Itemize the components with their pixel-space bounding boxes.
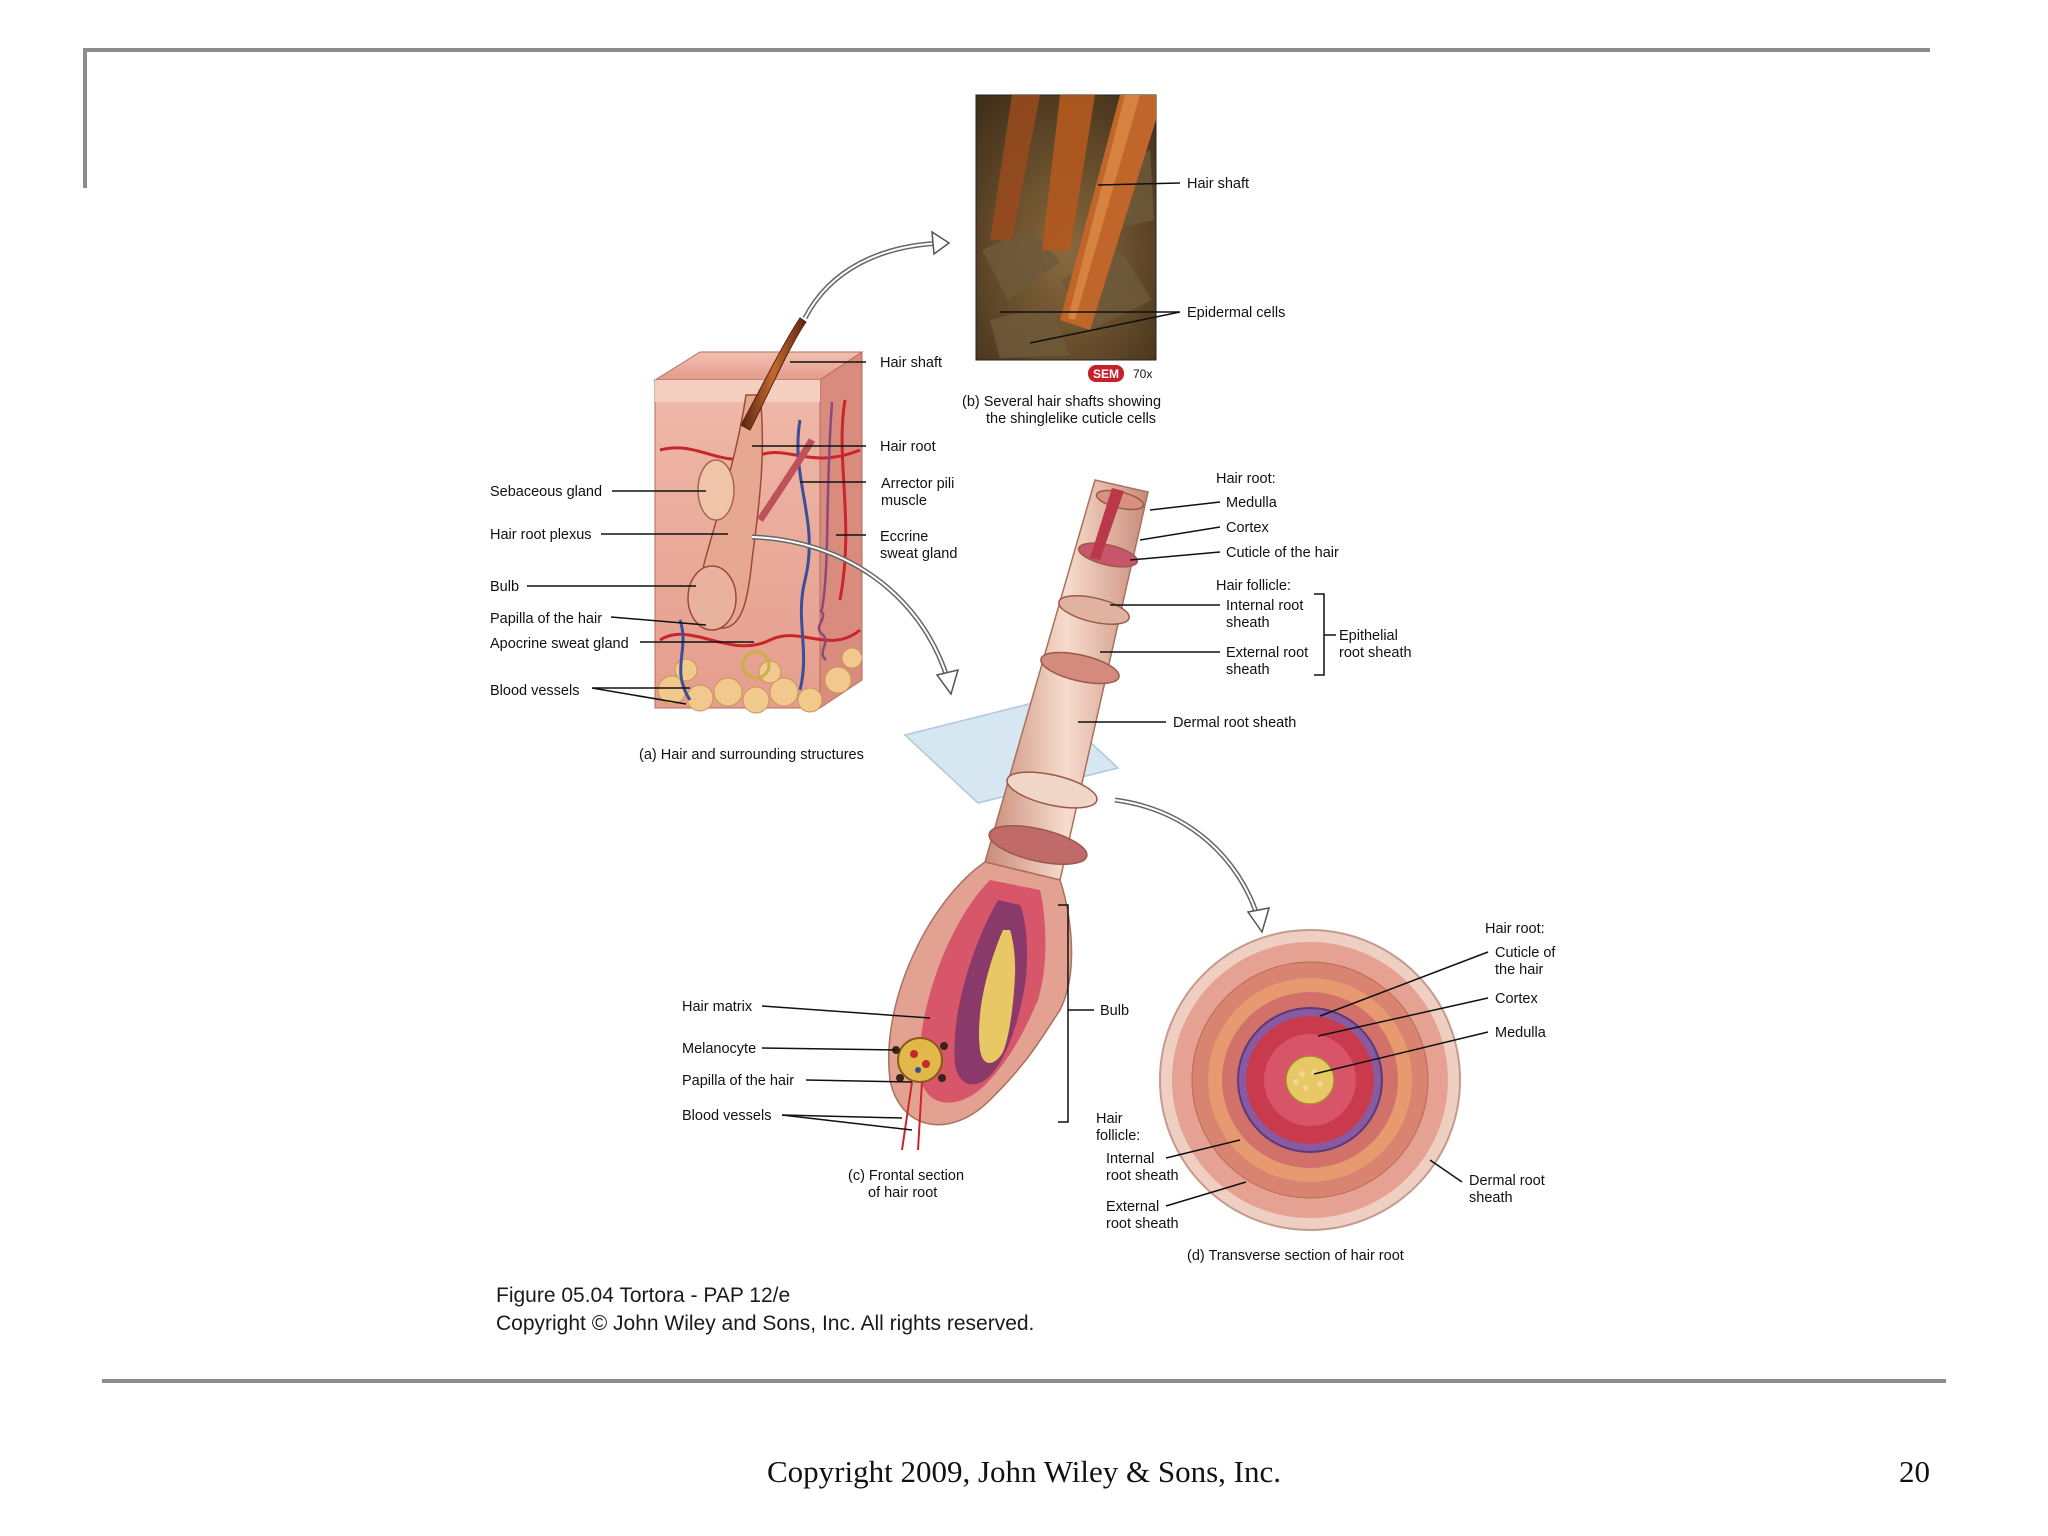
panel-c-labels: Hair root: Medulla Cortex Cuticle of the…	[682, 471, 1412, 1201]
label-c-cuticle: Cuticle of the hair	[1226, 545, 1339, 561]
label-b-hair-shaft: Hair shaft	[1187, 176, 1249, 192]
label-a-sebaceous: Sebaceous gland	[490, 484, 602, 500]
connector-arrows	[751, 230, 1271, 934]
sem-badge: SEM	[1093, 367, 1119, 381]
label-c-cortex: Cortex	[1226, 520, 1269, 536]
panel-d-leaders	[1165, 951, 1489, 1207]
label-c-follicle-heading: Hair follicle:	[1216, 578, 1291, 594]
figure-caption-line2: Copyright © John Wiley and Sons, Inc. Al…	[496, 1312, 1035, 1335]
page-number: 20	[1899, 1454, 1930, 1489]
slide-frame-top	[83, 48, 1930, 52]
medulla-d	[1285, 1055, 1335, 1105]
panel-b-labels: Hair shaft Epidermal cells (b) Several h…	[962, 176, 1285, 427]
melanocytes-c	[892, 1042, 948, 1082]
label-d-follicle-2: follicle:	[1096, 1128, 1140, 1144]
label-d-dermal-2: sheath	[1469, 1190, 1513, 1206]
caption-panel-d: (d) Transverse section of hair root	[1187, 1248, 1404, 1264]
arrow-to-panel-b	[802, 240, 945, 320]
figure-caption-line1: Figure 05.04 Tortora - PAP 12/e	[496, 1284, 791, 1307]
eccrine-gland-coil	[817, 401, 834, 661]
panel-d-transverse-section	[1159, 929, 1461, 1231]
hair-bulb-a	[687, 565, 737, 631]
label-a-hair-root: Hair root	[880, 439, 936, 455]
label-a-arrector-2: muscle	[881, 493, 927, 509]
label-a-eccrine-1: Eccrine	[880, 529, 928, 545]
label-a-papilla: Papilla of the hair	[490, 611, 602, 627]
epithelial-bracket	[1314, 593, 1336, 676]
label-a-bulb: Bulb	[490, 579, 519, 595]
label-a-apocrine: Apocrine sweat gland	[490, 636, 629, 652]
caption-panel-b-2: the shinglelike cuticle cells	[986, 411, 1156, 427]
panel-a-skin-block	[653, 317, 864, 714]
caption-panel-c-1: (c) Frontal section	[848, 1168, 964, 1184]
panel-c-leaders	[761, 501, 1221, 1131]
label-a-plexus: Hair root plexus	[490, 527, 592, 543]
label-c-external-1: External root	[1226, 645, 1308, 661]
label-c-medulla: Medulla	[1226, 495, 1278, 511]
footer-copyright: Copyright 2009, John Wiley & Sons, Inc.	[767, 1454, 1281, 1489]
label-c-external-2: sheath	[1226, 662, 1270, 678]
apocrine-gland-coil	[741, 650, 771, 680]
label-c-vessels: Blood vessels	[682, 1108, 771, 1124]
label-c-matrix: Hair matrix	[682, 999, 753, 1015]
subcutaneous-fat	[657, 647, 863, 714]
label-d-cuticle-1: Cuticle of	[1495, 945, 1556, 961]
arrow-to-panel-d	[1114, 797, 1261, 919]
label-c-dermal: Dermal root sheath	[1173, 715, 1296, 731]
label-a-vessels: Blood vessels	[490, 683, 579, 699]
label-d-external-2: root sheath	[1106, 1216, 1179, 1232]
label-c-internal-1: Internal root	[1226, 598, 1303, 614]
bulb-bracket	[1058, 904, 1094, 1123]
label-a-hair-shaft: Hair shaft	[880, 355, 942, 371]
label-c-bulb: Bulb	[1100, 1003, 1129, 1019]
hair-shaft-a	[740, 317, 807, 431]
panel-b-sem-image: SEM 70x	[975, 94, 1157, 382]
label-d-cortex: Cortex	[1495, 991, 1538, 1007]
label-d-follicle-1: Hair	[1096, 1111, 1123, 1127]
panel-a-labels: Hair shaft Hair root Arrector pili muscl…	[490, 355, 957, 763]
label-c-root-heading: Hair root:	[1216, 471, 1276, 487]
label-d-cuticle-2: the hair	[1495, 962, 1544, 978]
papilla-c	[897, 1037, 943, 1083]
caption-panel-b-1: (b) Several hair shafts showing	[962, 394, 1161, 410]
label-d-internal-2: root sheath	[1106, 1168, 1179, 1184]
arrow-head-c	[935, 668, 960, 696]
root-tube-upper	[984, 479, 1149, 881]
panel-b-leaders	[1000, 182, 1181, 344]
label-d-external-1: External	[1106, 1199, 1159, 1215]
vessels-c	[901, 1081, 923, 1151]
label-c-melanocyte: Melanocyte	[682, 1041, 756, 1057]
slide-frame-bottom	[102, 1379, 1946, 1383]
label-d-root-heading: Hair root:	[1485, 921, 1545, 937]
root-sheath-bands	[988, 489, 1145, 865]
slide-frame-left	[83, 48, 87, 188]
label-c-epithelial-1: Epithelial	[1339, 628, 1398, 644]
arrow-head-d	[1246, 907, 1271, 934]
label-a-arrector-1: Arrector pili	[881, 476, 954, 492]
sem-magnification: 70x	[1133, 367, 1152, 381]
caption-panel-c-2: of hair root	[868, 1185, 937, 1201]
label-c-papilla: Papilla of the hair	[682, 1073, 794, 1089]
label-a-eccrine-2: sweat gland	[880, 546, 957, 562]
figure-caption: Figure 05.04 Tortora - PAP 12/e Copyrigh…	[496, 1282, 1034, 1338]
panel-c-hair-root	[888, 479, 1149, 1151]
panel-d-labels: Hair root: Cuticle of the hair Cortex Me…	[1096, 921, 1556, 1264]
label-c-epithelial-2: root sheath	[1339, 645, 1412, 661]
sem-badge-bg	[1088, 365, 1124, 382]
label-c-internal-2: sheath	[1226, 615, 1270, 631]
caption-panel-a: (a) Hair and surrounding structures	[639, 747, 864, 763]
label-d-medulla: Medulla	[1495, 1025, 1547, 1041]
epidermis-layer	[655, 380, 820, 402]
label-b-epidermal: Epidermal cells	[1187, 305, 1285, 321]
label-d-dermal-1: Dermal root	[1469, 1173, 1545, 1189]
panel-a-leaders	[527, 361, 866, 705]
arrow-head-b	[931, 230, 951, 256]
label-d-internal-1: Internal	[1106, 1151, 1154, 1167]
sebaceous-gland-shape	[697, 459, 735, 521]
